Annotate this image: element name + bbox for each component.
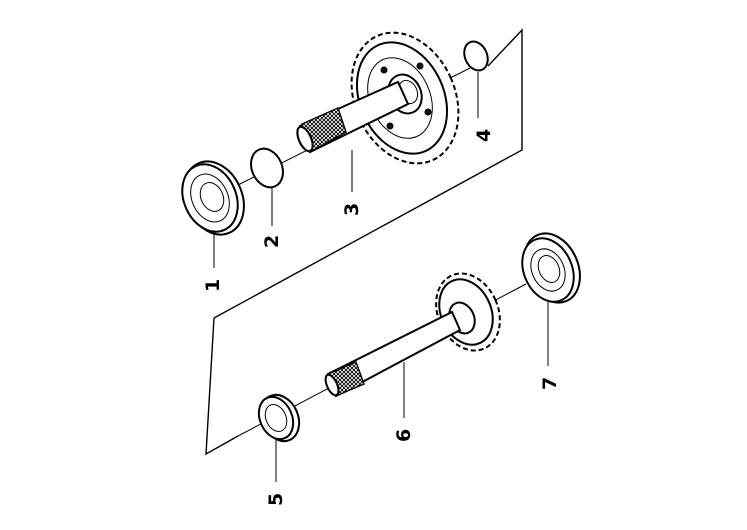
callout-7: 7 xyxy=(539,377,561,390)
callout-3: 3 xyxy=(341,203,363,216)
upper-shaft xyxy=(296,80,410,154)
lower-assembly-group xyxy=(205,232,581,456)
lower-shaft xyxy=(324,310,462,398)
callout-2: 2 xyxy=(261,235,283,248)
callout-5: 5 xyxy=(265,493,287,506)
callout-labels: 1 2 3 4 5 6 7 xyxy=(202,129,561,506)
snap-ring-4 xyxy=(463,40,489,72)
snap-ring-2 xyxy=(250,147,284,189)
upper-group-bracket xyxy=(213,28,523,319)
callout-4: 4 xyxy=(473,129,495,142)
oil-seal-1 xyxy=(181,160,245,236)
bearing-5 xyxy=(257,393,301,443)
upper-assembly-group xyxy=(181,28,523,319)
lower-group-bracket xyxy=(205,317,239,456)
callout-6: 6 xyxy=(393,429,415,442)
pinion-gear xyxy=(435,272,501,352)
bearing-7 xyxy=(521,232,581,304)
callout-1: 1 xyxy=(202,279,224,292)
leader-lines xyxy=(213,72,549,482)
